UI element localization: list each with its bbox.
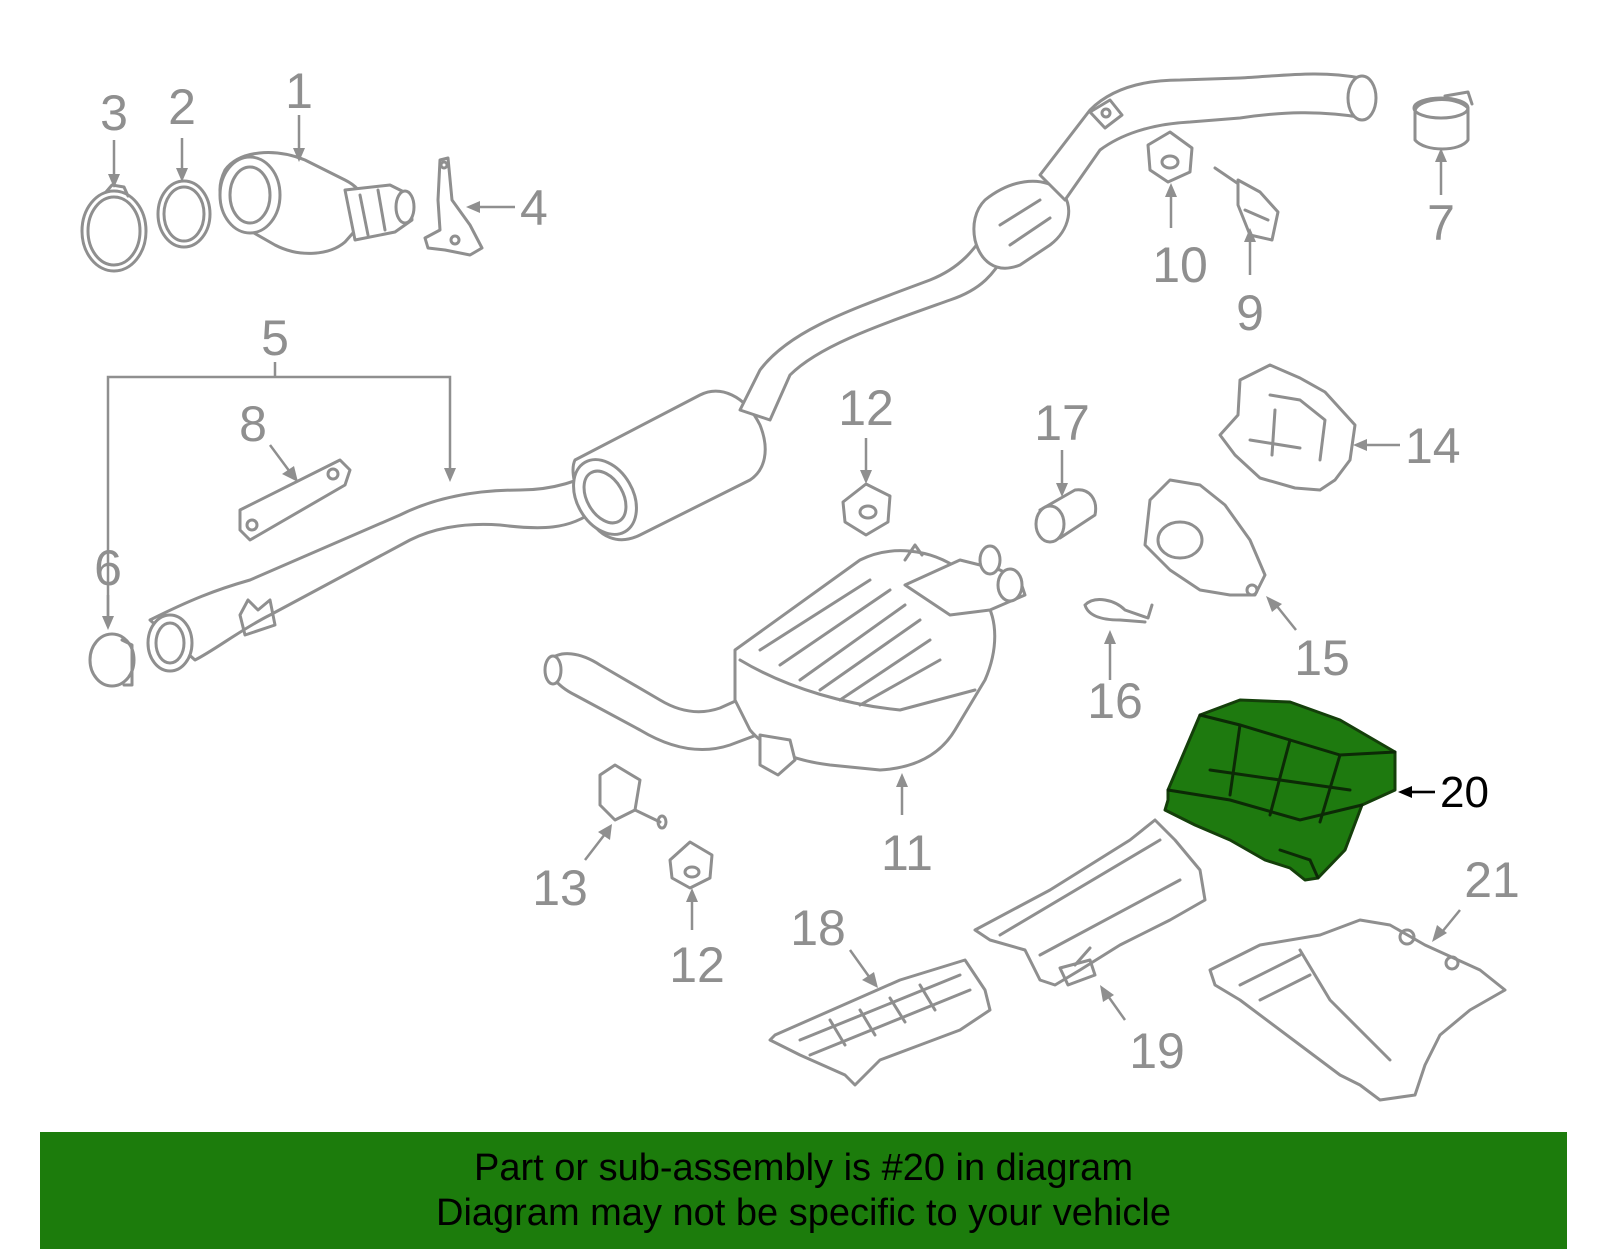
info-banner: Part or sub-assembly is #20 in diagram D…: [40, 1132, 1567, 1249]
hanger-part-13: [598, 763, 668, 830]
callout-20[interactable]: 20: [1440, 768, 1489, 817]
callout-10: 10: [1152, 237, 1208, 293]
callout-16: 16: [1087, 673, 1143, 729]
isolator-part-10: [1146, 130, 1194, 184]
callout-17: 17: [1034, 395, 1090, 451]
callout-5: 5: [261, 310, 289, 366]
isolator-part-12-lower: [668, 840, 714, 890]
heat-shield-part-19: [973, 818, 1207, 987]
front-exhaust-pipe-part: [146, 72, 1378, 673]
heat-shield-part-21: [1208, 918, 1507, 1102]
heat-shield-part-20-highlighted[interactable]: [1163, 698, 1397, 882]
clamp-part-3: [80, 183, 148, 273]
callout-8: 8: [239, 396, 267, 452]
clamp-part-7: [1412, 90, 1474, 151]
callout-21: 21: [1464, 852, 1520, 908]
callout-13: 13: [532, 860, 588, 916]
callout-12-upper: 12: [838, 380, 894, 436]
gasket-part-2: [156, 179, 212, 249]
callout-3: 3: [100, 85, 128, 141]
clip-part-16: [1083, 598, 1154, 624]
bracket-part-8: [238, 458, 352, 542]
callout-18: 18: [790, 900, 846, 956]
callout-2: 2: [168, 79, 196, 135]
callout-4: 4: [520, 180, 548, 236]
callout-15: 15: [1294, 630, 1350, 686]
clamp-part-6: [88, 632, 136, 688]
callout-11: 11: [881, 825, 933, 881]
banner-line-2: Diagram may not be specific to your vehi…: [436, 1191, 1171, 1234]
callout-6: 6: [94, 540, 122, 596]
hanger-part-9: [1213, 166, 1280, 242]
sleeve-part-17: [1034, 488, 1098, 544]
banner-line-1: Part or sub-assembly is #20 in diagram: [474, 1146, 1133, 1189]
callout-numbers: 1 2 3 4 5 6 7 8 9 10 11 12 12 13 14 15 1…: [94, 63, 1520, 1079]
callout-19: 19: [1129, 1023, 1185, 1079]
muffler-part-11: [543, 543, 1027, 777]
heat-shield-part-18: [768, 958, 992, 1087]
converter-part-1: [218, 151, 416, 255]
heat-shield-part-14: [1218, 363, 1357, 492]
isolator-part-12-upper: [841, 482, 892, 537]
callout-7: 7: [1427, 195, 1455, 251]
leader-lines: [102, 115, 1461, 1021]
callout-1: 1: [285, 63, 313, 119]
callout-12-lower: 12: [669, 937, 725, 993]
callout-14: 14: [1405, 418, 1461, 474]
bracket-part-4: [423, 156, 484, 257]
callout-9: 9: [1236, 285, 1264, 341]
heat-shield-part-15: [1143, 478, 1267, 597]
